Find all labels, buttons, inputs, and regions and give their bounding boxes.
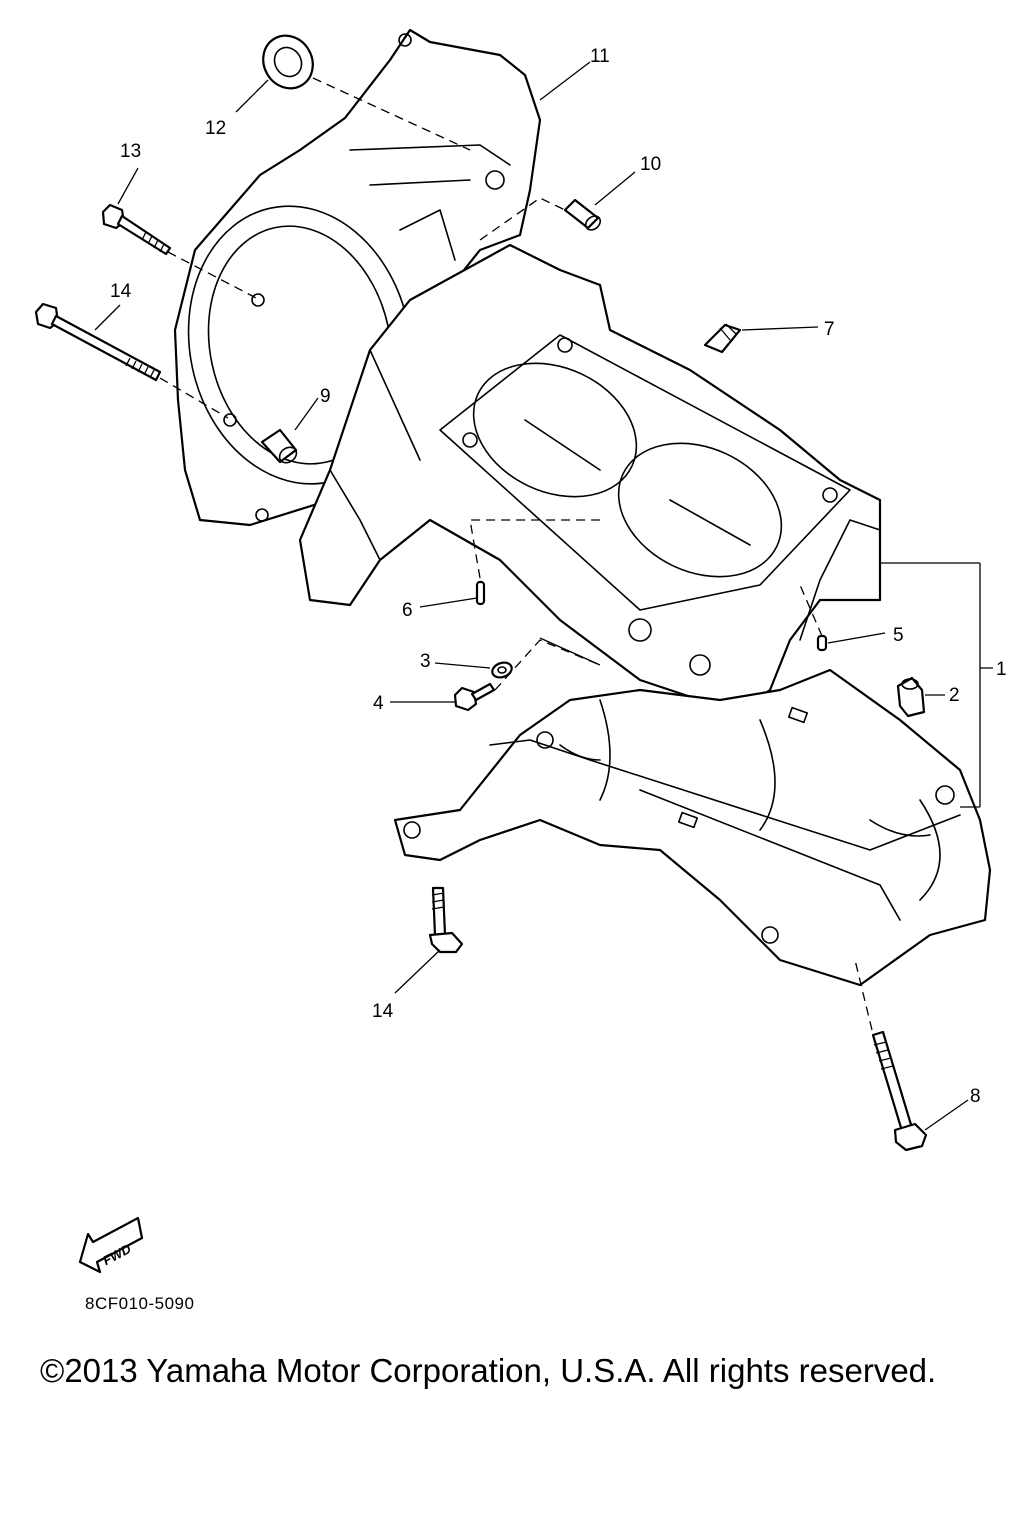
callout-14-lower: 14 xyxy=(372,1001,394,1022)
bolt-8 xyxy=(871,1030,928,1152)
callout-2: 2 xyxy=(949,685,960,706)
callout-1: 1 xyxy=(996,659,1007,680)
bolt-14-short xyxy=(428,886,464,954)
callout-9: 9 xyxy=(320,386,331,407)
callout-11: 11 xyxy=(590,46,610,67)
bolt-13 xyxy=(101,203,172,256)
callout-numbers: 1 2 3 4 5 6 7 8 9 10 11 12 13 14 14 xyxy=(110,46,1007,1107)
upper-crankcase xyxy=(298,243,882,712)
callout-8: 8 xyxy=(970,1086,981,1107)
plug-2 xyxy=(896,676,926,718)
fwd-arrow-icon: FWD xyxy=(78,1216,144,1274)
callout-5: 5 xyxy=(893,625,904,646)
callout-12: 12 xyxy=(205,118,226,139)
callout-6: 6 xyxy=(402,600,413,621)
diagram-code: 8CF010-5090 xyxy=(85,1294,195,1313)
pin-5 xyxy=(816,634,828,652)
lower-crankcase xyxy=(393,668,992,987)
copyright-notice: ©2013 Yamaha Motor Corporation, U.S.A. A… xyxy=(40,1352,937,1389)
pin-6 xyxy=(475,580,486,606)
callout-4: 4 xyxy=(373,693,384,714)
leader-lines xyxy=(94,61,993,1131)
callout-3: 3 xyxy=(420,651,431,672)
dowel-pin-10 xyxy=(563,198,602,231)
callout-10: 10 xyxy=(640,154,661,175)
stud-7 xyxy=(703,323,742,354)
crankcase-cover xyxy=(173,28,542,527)
oil-seal xyxy=(262,34,314,90)
bolt-4 xyxy=(453,682,496,712)
callout-7: 7 xyxy=(824,319,835,340)
callout-14-upper: 14 xyxy=(110,281,132,302)
callout-13: 13 xyxy=(120,141,141,162)
bolt-14-long xyxy=(34,302,162,382)
washer-3 xyxy=(491,661,513,679)
dowel-pin-9 xyxy=(260,428,298,464)
